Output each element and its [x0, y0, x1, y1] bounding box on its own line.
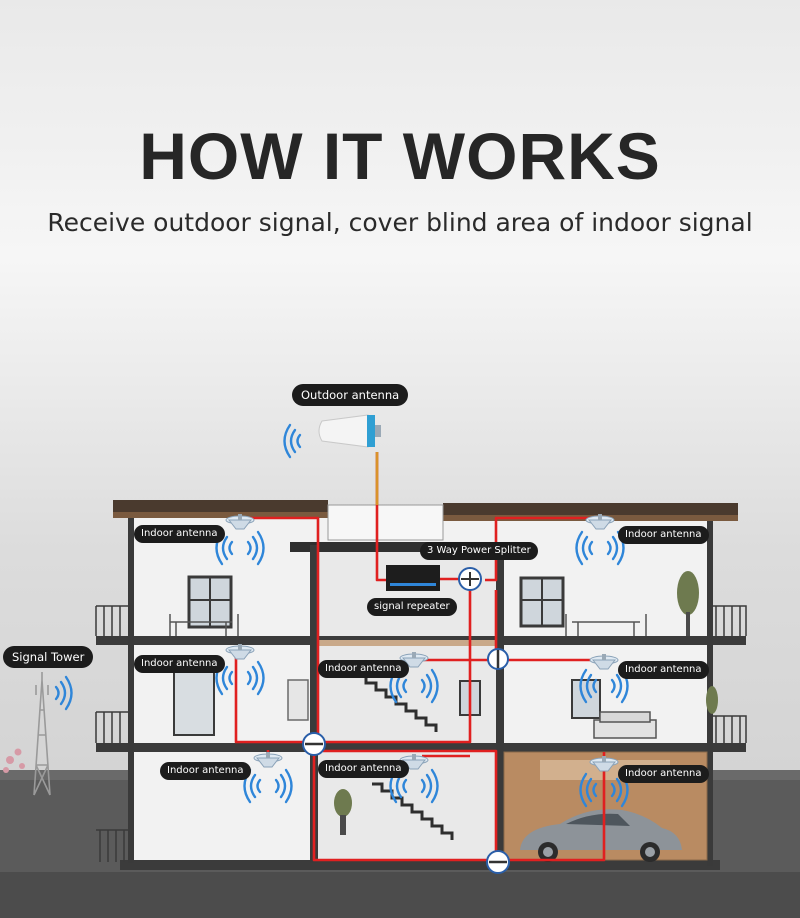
power-splitter-icon — [458, 567, 482, 591]
page-subtitle: Receive outdoor signal, cover blind area… — [47, 208, 753, 237]
label-indoor-antenna: Indoor antenna — [318, 660, 409, 678]
label-signal-repeater: signal repeater — [367, 598, 457, 616]
panel-antenna-icon — [318, 414, 381, 448]
furniture — [169, 614, 657, 739]
power-splitter-icon — [302, 732, 326, 756]
label-indoor-antenna: Indoor antenna — [618, 765, 709, 783]
cable-network — [234, 452, 606, 862]
windows — [173, 575, 601, 736]
label-indoor-antenna: Indoor antenna — [134, 655, 225, 673]
label-indoor-antenna: Indoor antenna — [618, 526, 709, 544]
label-indoor-antenna: Indoor antenna — [618, 661, 709, 679]
signal-wave-icon — [54, 675, 73, 711]
label-power-splitter: 3 Way Power Splitter — [420, 542, 538, 560]
label-indoor-antenna: Indoor antenna — [318, 760, 409, 778]
label-signal-tower: Signal Tower — [3, 646, 94, 668]
stairs — [356, 674, 454, 840]
repeater-box-icon — [386, 565, 440, 591]
blossom-tree — [3, 748, 25, 773]
cell-tower-icon — [33, 672, 51, 796]
label-outdoor-antenna: Outdoor antenna — [292, 384, 409, 406]
power-splitter-icon — [486, 850, 510, 874]
plants — [334, 571, 718, 835]
roof-left — [113, 500, 328, 514]
label-indoor-antenna: Indoor antenna — [134, 525, 225, 543]
power-splitter-icon — [487, 648, 509, 670]
label-indoor-antenna: Indoor antenna — [160, 762, 251, 780]
car — [520, 809, 682, 862]
signal-wave-icon — [283, 423, 302, 459]
roof-right — [443, 503, 738, 517]
page-title: HOW IT WORKS — [139, 119, 661, 193]
balcony-railings — [95, 605, 747, 862]
